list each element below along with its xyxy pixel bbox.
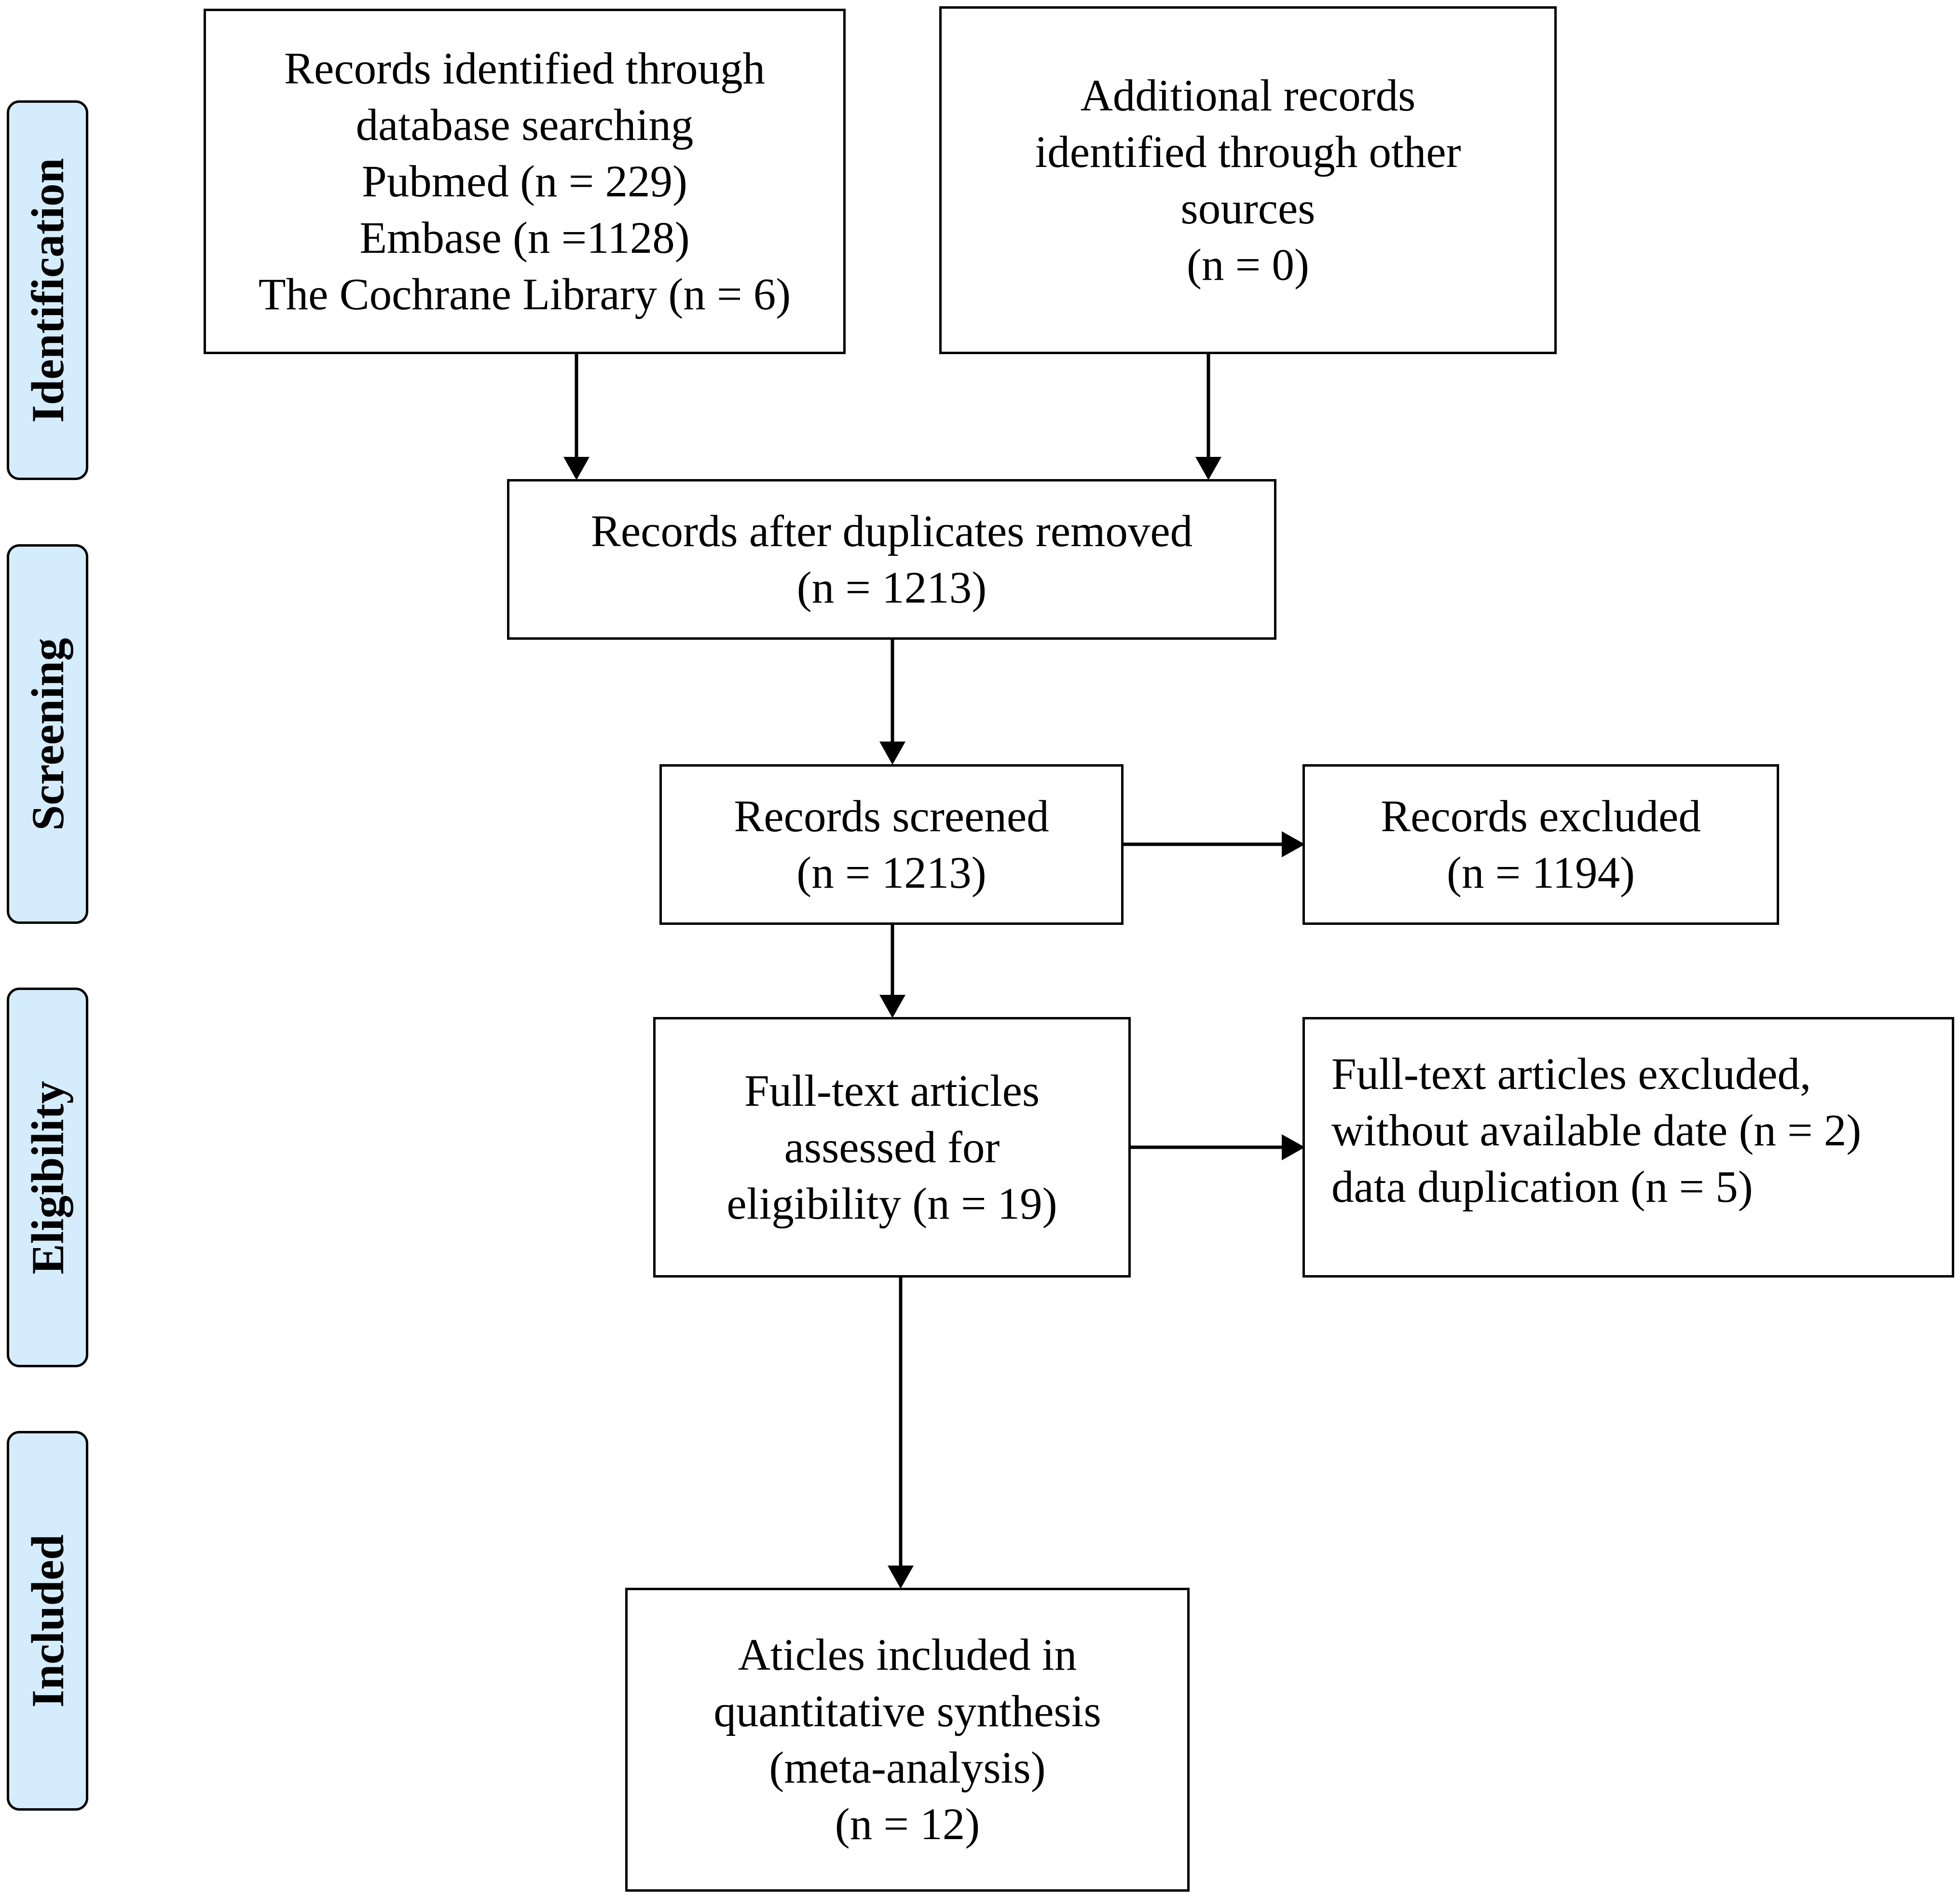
records-screened-line-2: (n = 1213) bbox=[796, 848, 987, 898]
stage-screening-label: Screening bbox=[22, 637, 73, 831]
stage-eligibility-label: Eligibility bbox=[22, 1080, 73, 1275]
database-search-line-4: Embase (n =1128) bbox=[359, 213, 690, 263]
records-excluded-box: Records excluded (n = 1194) bbox=[1302, 764, 1779, 925]
fulltext-excluded-line-3: data duplication (n = 5) bbox=[1331, 1162, 1753, 1212]
fulltext-assessed-line-1: Full-text articles bbox=[744, 1066, 1040, 1116]
duplicates-removed-line-2: (n = 1213) bbox=[796, 563, 987, 613]
arrowhead-duplicates-to-screened bbox=[879, 742, 905, 765]
database-search-line-2: database searching bbox=[356, 100, 694, 150]
stage-screening: Screening bbox=[7, 544, 88, 924]
articles-included-line-4: (n = 12) bbox=[835, 1800, 980, 1849]
records-screened-line-1: Records screened bbox=[734, 791, 1049, 841]
articles-included-line-1: Aticles included in bbox=[738, 1630, 1077, 1680]
arrowhead-fulltext-to-excluded bbox=[1282, 1134, 1305, 1160]
database-search-line-3: Pubmed (n = 229) bbox=[362, 156, 687, 206]
records-excluded-line-1: Records excluded bbox=[1381, 791, 1701, 841]
arrowhead-fulltext-to-included bbox=[888, 1566, 914, 1589]
other-sources-line-3: sources bbox=[1180, 183, 1316, 234]
arrowhead-database-to-duplicates bbox=[563, 457, 589, 480]
fulltext-assessed-box: Full-text articles assessed for eligibil… bbox=[653, 1017, 1131, 1278]
records-excluded-line-2: (n = 1194) bbox=[1447, 848, 1635, 898]
articles-included-line-2: quantitative synthesis bbox=[713, 1687, 1101, 1736]
arrowhead-other-to-duplicates bbox=[1195, 457, 1221, 480]
other-sources-line-2: identified through other bbox=[1035, 127, 1461, 177]
database-search-line-1: Records identified through bbox=[284, 43, 765, 94]
database-search-box: Records identified through database sear… bbox=[204, 9, 846, 354]
stage-identification: Identification bbox=[7, 100, 88, 480]
stage-included: Included bbox=[7, 1431, 88, 1811]
stage-identification-label: Identification bbox=[22, 158, 73, 423]
fulltext-assessed-line-3: eligibility (n = 19) bbox=[726, 1179, 1057, 1229]
other-sources-line-4: (n = 0) bbox=[1187, 240, 1309, 290]
articles-included-box: Aticles included in quantitative synthes… bbox=[625, 1588, 1190, 1892]
duplicates-removed-line-1: Records after duplicates removed bbox=[590, 506, 1193, 556]
fulltext-assessed-line-2: assessed for bbox=[784, 1122, 1000, 1172]
other-sources-box: Additional records identified through ot… bbox=[939, 6, 1557, 354]
duplicates-removed-box: Records after duplicates removed (n = 12… bbox=[507, 479, 1276, 640]
other-sources-line-1: Additional records bbox=[1080, 70, 1416, 121]
fulltext-excluded-line-2: without available date (n = 2) bbox=[1331, 1106, 1862, 1155]
stage-eligibility: Eligibility bbox=[7, 988, 88, 1367]
records-screened-box: Records screened (n = 1213) bbox=[659, 764, 1124, 925]
arrowhead-screened-to-fulltext bbox=[879, 995, 905, 1018]
database-search-line-5: The Cochrane Library (n = 6) bbox=[258, 269, 791, 319]
stage-included-label: Included bbox=[22, 1534, 73, 1708]
arrowhead-screened-to-excluded bbox=[1282, 831, 1305, 857]
fulltext-excluded-box: Full-text articles excluded, without ava… bbox=[1302, 1017, 1954, 1278]
fulltext-excluded-line-1: Full-text articles excluded, bbox=[1331, 1049, 1811, 1099]
articles-included-line-3: (meta-analysis) bbox=[769, 1743, 1046, 1793]
